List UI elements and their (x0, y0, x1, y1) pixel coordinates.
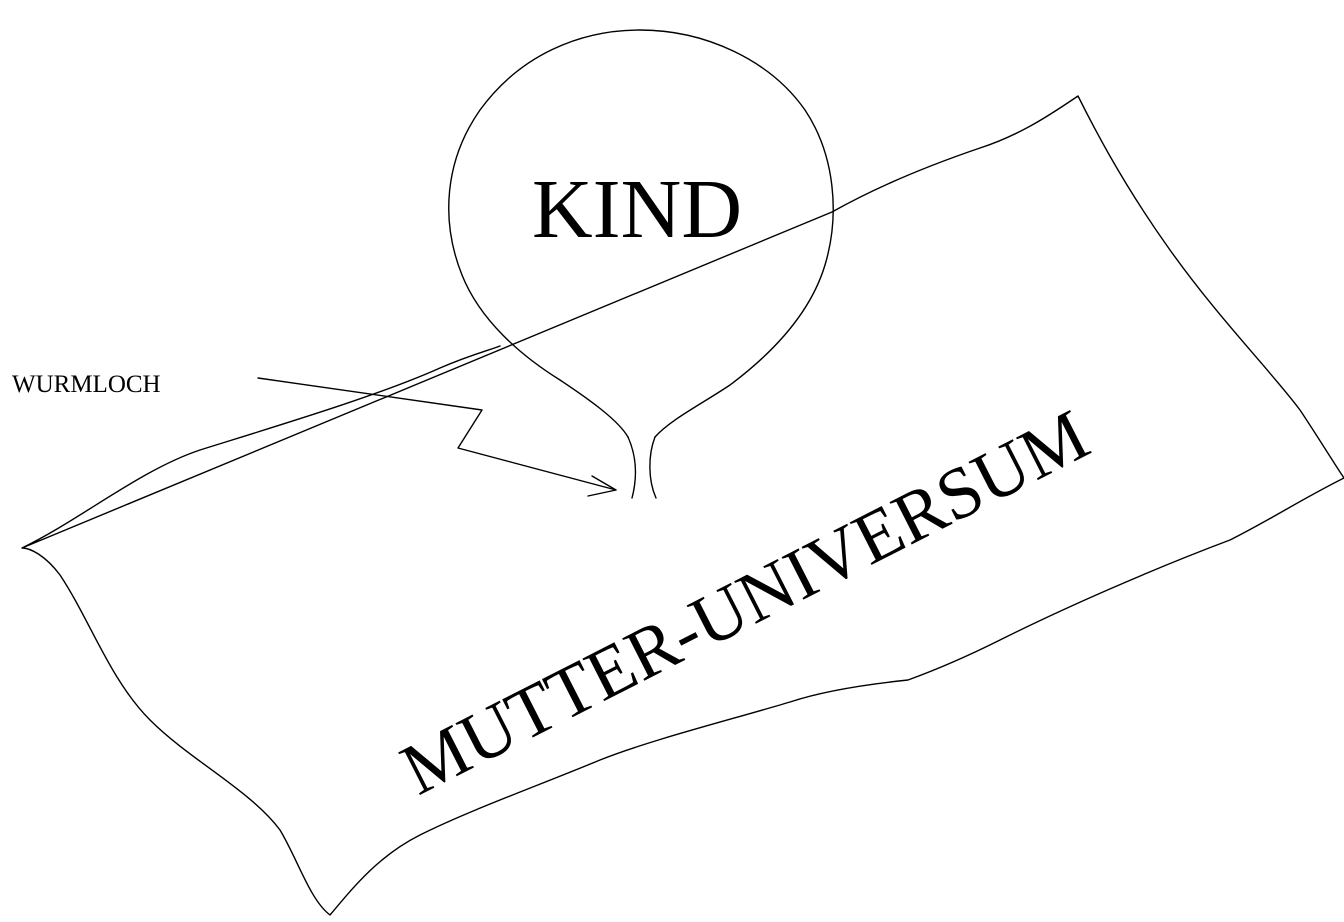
wormhole-pointer-line (258, 378, 616, 490)
wormhole-neck-left (628, 437, 635, 498)
wormhole-label: WURMLOCH (12, 371, 161, 398)
mother-universe-label: MUTTER-UNIVERSUM (388, 394, 1100, 810)
child-universe-label: KIND (532, 163, 742, 256)
wormhole-neck-right (650, 437, 656, 498)
